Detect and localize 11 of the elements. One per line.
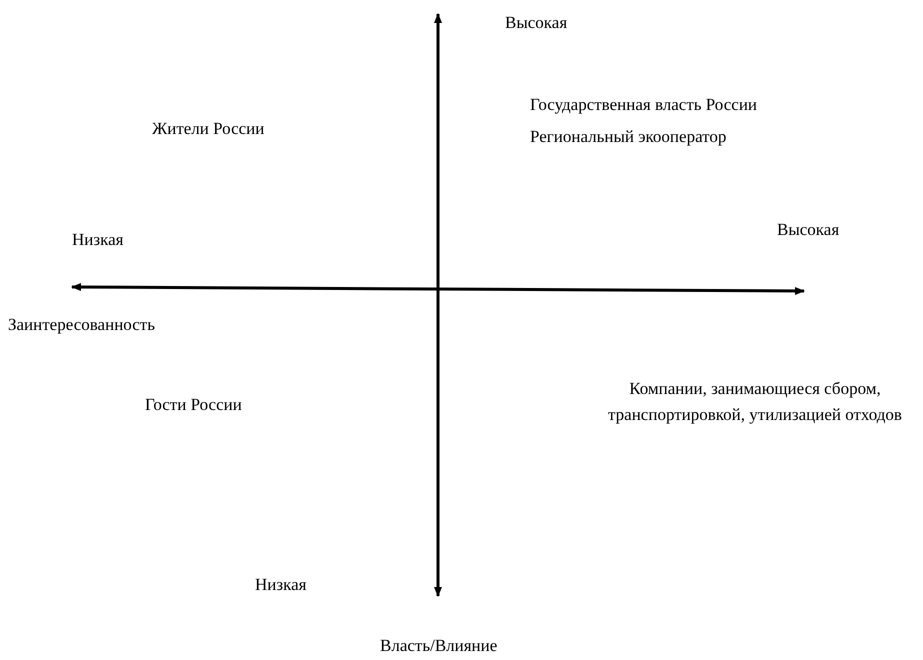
stakeholder-label: Государственная власть России	[530, 94, 758, 116]
axis-title: Власть/Влияние	[380, 635, 498, 657]
stakeholder-label: Региональный экооператор	[530, 126, 726, 148]
axis-title: Заинтересованность	[8, 314, 155, 336]
axis-end-label: Высокая	[777, 219, 840, 241]
stakeholder-label: Гости России	[145, 394, 242, 416]
axis-end-label: Низкая	[255, 574, 306, 596]
axis-end-label: Высокая	[505, 12, 568, 34]
axis-end-label: Низкая	[72, 229, 124, 251]
stakeholder-label: Жители России	[152, 118, 264, 140]
stakeholder-label: Компании, занимающиеся сбором, транспортировкой, утилизацией отходов	[607, 378, 903, 426]
